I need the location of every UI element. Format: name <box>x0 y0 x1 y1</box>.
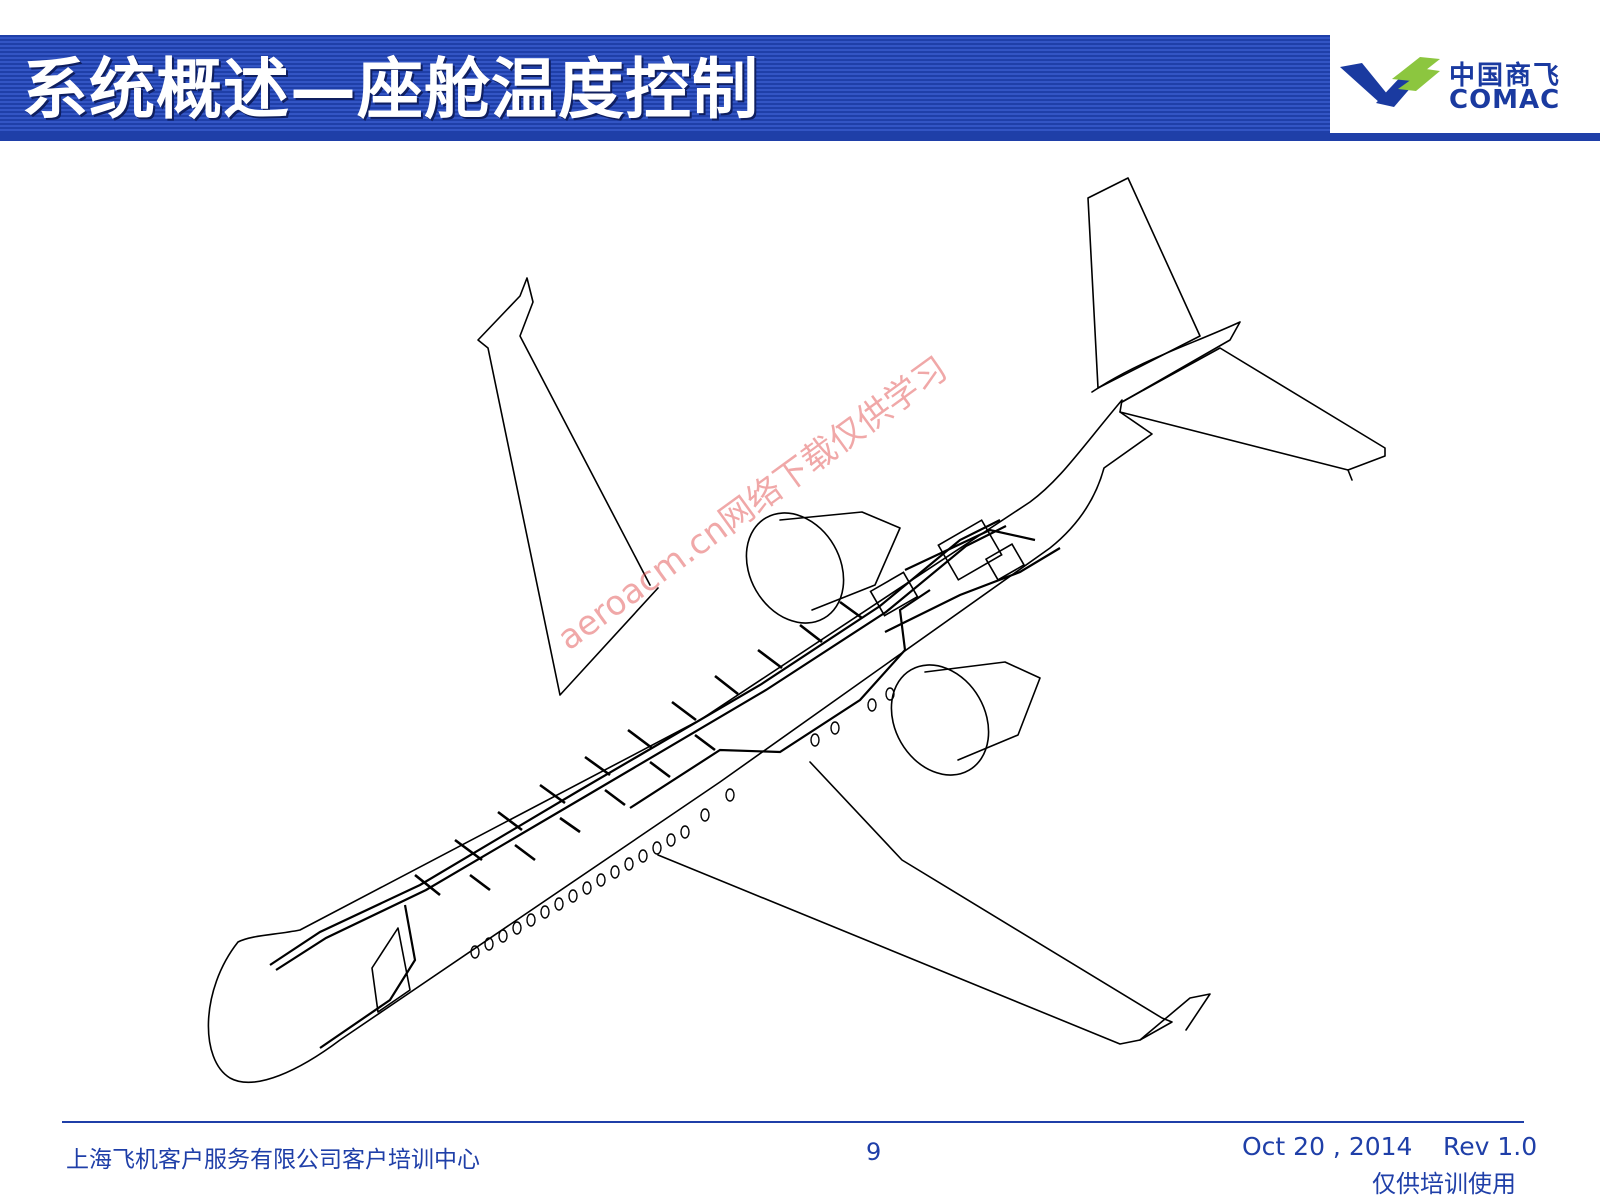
riser-ducts <box>414 600 863 897</box>
upper-engine <box>745 512 845 624</box>
lower-wing <box>657 761 1173 1045</box>
header-band <box>0 35 1330 139</box>
upper-wing <box>477 277 659 696</box>
cabin-windows <box>470 687 895 959</box>
comac-logo: 中国商飞 COMAC <box>1336 45 1586 127</box>
lower-engine <box>890 664 990 776</box>
vertical-stabilizer <box>1087 177 1201 389</box>
comac-wing-icon <box>1340 57 1440 107</box>
cockpit-window <box>371 927 411 1013</box>
fuselage <box>207 399 1153 1083</box>
footer-date: Oct 20 , 2014 <box>1242 1132 1413 1161</box>
logo-chinese-text: 中国商飞 <box>1449 61 1562 91</box>
air-conditioning-pack <box>869 519 1026 617</box>
air-ducts <box>269 519 1061 1049</box>
footer-rule <box>62 1121 1524 1123</box>
footer-organization: 上海飞机客户服务有限公司客户培训中心 <box>66 1147 480 1173</box>
aircraft-air-distribution-drawing <box>207 177 1386 1083</box>
page-number: 9 <box>866 1138 882 1166</box>
logo-english-text: COMAC <box>1449 85 1561 115</box>
header-underline <box>0 133 1600 141</box>
footer-note: 仅供培训使用 <box>1372 1170 1516 1198</box>
page-title: 系统概述—座舱温度控制 <box>22 51 759 128</box>
footer-revision: Rev 1.0 <box>1443 1132 1538 1161</box>
horizontal-stabilizer <box>1119 347 1386 471</box>
